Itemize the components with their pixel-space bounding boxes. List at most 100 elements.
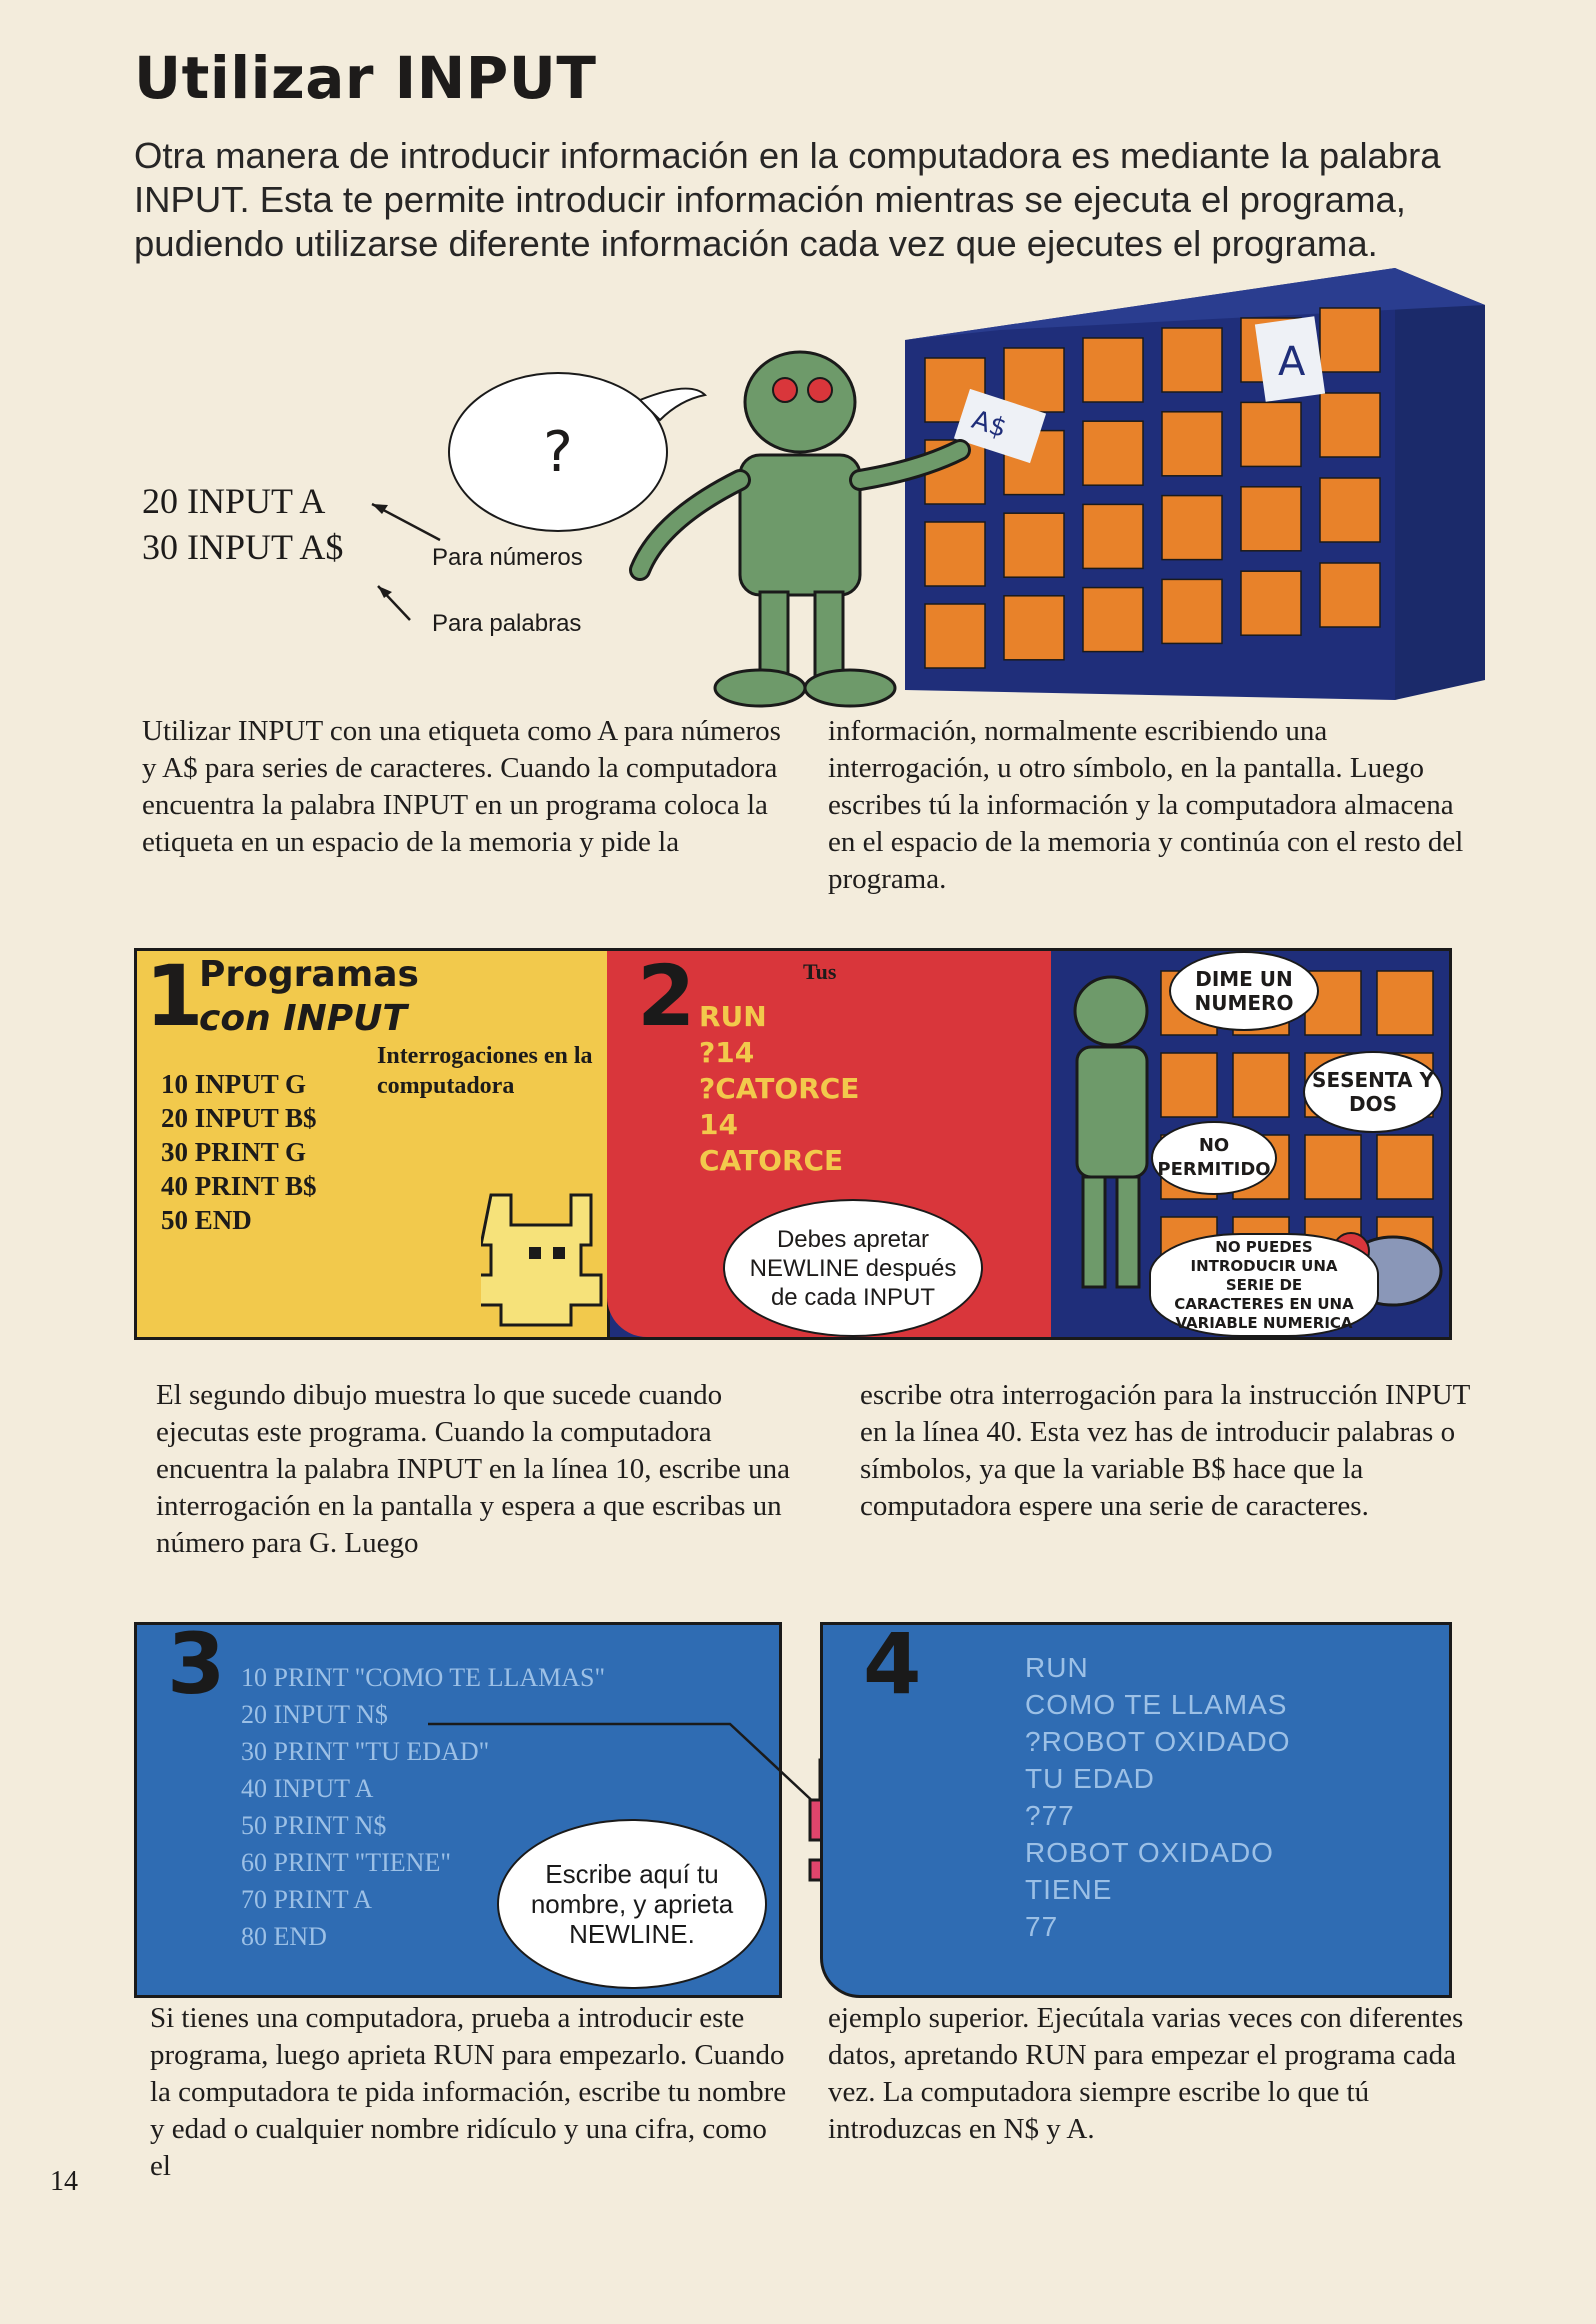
cabinet-cell bbox=[1082, 503, 1144, 570]
cabinet-cell bbox=[1376, 970, 1434, 1036]
panel-2: 2 Tus RUN ?14 ?CATORCE 14 CATORCE Debes … bbox=[607, 947, 1051, 1337]
code-line: 30 PRINT "TU EDAD" bbox=[241, 1737, 490, 1766]
question-bubble: ? bbox=[448, 372, 668, 532]
panel-2-corner: Tus bbox=[803, 959, 837, 984]
cabinet-cell bbox=[1161, 494, 1223, 561]
bubble-no-permitido: NO PERMITIDO bbox=[1151, 1121, 1277, 1195]
screen-line: TIENE bbox=[1025, 1874, 1113, 1905]
code-line-30: 30 INPUT A$ bbox=[142, 527, 344, 567]
panel-3-code: 10 PRINT "COMO TE LLAMAS" 20 INPUT N$ 30… bbox=[241, 1659, 605, 1955]
panel-4-number: 4 bbox=[863, 1615, 922, 1713]
page-title: Utilizar INPUT bbox=[134, 44, 597, 112]
bubble-tail bbox=[638, 387, 708, 422]
panel-cabinet: DIME UN NUMERO SESENTA Y DOS NO PERMITID… bbox=[1051, 951, 1449, 1337]
code-line: 10 INPUT G bbox=[161, 1069, 307, 1099]
panel-3-bubble: Escribe aquí tu nombre, y aprieta NEWLIN… bbox=[497, 1819, 767, 1989]
cabinet-cell bbox=[1240, 570, 1302, 636]
robot-figure bbox=[629, 350, 971, 708]
panel-4-screen: RUN COMO TE LLAMAS ?ROBOT OXIDADO TU EDA… bbox=[1025, 1649, 1291, 1945]
para3-left: Si tienes una computadora, prueba a intr… bbox=[150, 2002, 787, 2182]
para2-left: El segundo dibujo muestra lo que sucede … bbox=[156, 1379, 790, 1559]
cabinet-cell bbox=[1161, 411, 1223, 477]
code-line: 40 INPUT A bbox=[241, 1774, 374, 1803]
card-as bbox=[953, 388, 1047, 464]
cabinet-cell bbox=[1319, 307, 1381, 373]
code-line: 10 PRINT "COMO TE LLAMAS" bbox=[241, 1663, 606, 1692]
cabinet-cell bbox=[924, 521, 986, 587]
card-a-label: A bbox=[1278, 339, 1306, 385]
para1-right: información, normalmente escribiendo una… bbox=[828, 715, 1464, 895]
panel-2-number: 2 bbox=[637, 947, 696, 1045]
code-line: 50 PRINT N$ bbox=[241, 1811, 387, 1840]
robot-arm-right bbox=[852, 442, 968, 488]
bubble-no-puedes: NO PUEDES INTRODUCIR UNA SERIE DE CARACT… bbox=[1149, 1233, 1379, 1337]
para2-right: escribe otra interrogación para la instr… bbox=[860, 1379, 1470, 1522]
top-illustration: A A$ bbox=[371, 268, 1485, 708]
code-line: 20 INPUT B$ bbox=[161, 1103, 317, 1133]
page-number: 14 bbox=[50, 2166, 78, 2197]
screen-line: ?14 bbox=[699, 1036, 755, 1069]
robot-eye-left bbox=[772, 377, 798, 403]
panel-1-title-line2: con INPUT bbox=[199, 998, 407, 1039]
bubble-dime-numero: DIME UN NUMERO bbox=[1169, 951, 1319, 1031]
panel-1-title: Programas con INPUT bbox=[199, 953, 419, 1041]
robot-foot-right bbox=[803, 668, 897, 708]
panel-1-code: 10 INPUT G 20 INPUT B$ 30 PRINT G 40 PRI… bbox=[161, 1067, 317, 1237]
robot-leg-right bbox=[813, 590, 845, 684]
para3-right: ejemplo superior. Ejecútala varias veces… bbox=[828, 2002, 1464, 2145]
question-mark: ? bbox=[543, 419, 573, 485]
cabinet-cell bbox=[1376, 1134, 1434, 1200]
cabinet-cell bbox=[924, 603, 986, 669]
cabinet-cell bbox=[1240, 486, 1302, 552]
middle-strip: 1 Programas con INPUT 10 INPUT G 20 INPU… bbox=[134, 947, 1452, 1340]
cabinet-cell bbox=[1319, 392, 1381, 458]
cabinet-cell bbox=[1003, 595, 1065, 661]
panel-4: 4 RUN COMO TE LLAMAS ?ROBOT OXIDADO TU E… bbox=[820, 1615, 1452, 1998]
card-a bbox=[1254, 316, 1326, 402]
para1-left: Utilizar INPUT con una etiqueta como A p… bbox=[142, 715, 781, 858]
bubble-sesenta-y-dos: SESENTA Y DOS bbox=[1303, 1051, 1443, 1133]
code-line: 60 PRINT "TIENE" bbox=[241, 1848, 451, 1877]
code-line: 40 PRINT B$ bbox=[161, 1171, 317, 1201]
panel-1-title-line1: Programas bbox=[199, 954, 419, 995]
code-line-20: 20 INPUT A bbox=[142, 481, 326, 521]
pixel-monster-icon bbox=[481, 1193, 603, 1327]
screen-line: COMO TE LLAMAS bbox=[1025, 1689, 1288, 1720]
cabinet-top bbox=[905, 268, 1485, 340]
screen-line: ?ROBOT OXIDADO bbox=[1025, 1726, 1291, 1757]
panel-1: 1 Programas con INPUT 10 INPUT G 20 INPU… bbox=[137, 947, 610, 1337]
screen-line: TU EDAD bbox=[1025, 1763, 1155, 1794]
screen-line: 77 bbox=[1025, 1911, 1059, 1942]
panel-3-number: 3 bbox=[167, 1615, 226, 1713]
panel-2-bubble: Debes apretar NEWLINE después de cada IN… bbox=[723, 1199, 983, 1337]
cabinet-cell bbox=[1232, 1052, 1290, 1118]
arrow-words-head bbox=[378, 586, 392, 598]
screen-line: ?CATORCE bbox=[699, 1072, 860, 1105]
label-words: Para palabras bbox=[432, 610, 582, 637]
screen-line: 14 bbox=[699, 1108, 738, 1141]
code-line: 70 PRINT A bbox=[241, 1885, 372, 1914]
cabinet-cell bbox=[1082, 586, 1144, 653]
cabinet-cell bbox=[1082, 420, 1144, 486]
cabinet-cell bbox=[1161, 327, 1223, 393]
screen-line: RUN bbox=[1025, 1652, 1089, 1683]
connector-line bbox=[428, 1722, 821, 1809]
cabinet-cell bbox=[1240, 401, 1302, 468]
panel-1-number: 1 bbox=[145, 947, 204, 1045]
panel-2-screen: RUN ?14 ?CATORCE 14 CATORCE bbox=[699, 999, 859, 1179]
code-line: 20 INPUT N$ bbox=[241, 1700, 388, 1729]
cabinet-cell bbox=[1304, 1134, 1362, 1200]
code-line: 50 END bbox=[161, 1205, 252, 1235]
panel-1-label: Interrogaciones en la computadora bbox=[377, 1043, 593, 1099]
robot-head bbox=[743, 350, 857, 454]
code-line: 30 PRINT G bbox=[161, 1137, 307, 1167]
cabinet-cell bbox=[1003, 512, 1065, 578]
cabinet-side bbox=[1395, 268, 1485, 700]
panel-3: 3 10 PRINT "COMO TE LLAMAS" 20 INPUT N$ … bbox=[134, 1615, 782, 1998]
label-numbers: Para números bbox=[432, 544, 583, 571]
robot-small bbox=[1073, 975, 1149, 1289]
cabinet-cell bbox=[1160, 1052, 1218, 1118]
robot-eye-right bbox=[807, 377, 833, 403]
cabinet-cell bbox=[1319, 562, 1381, 628]
screen-line: ROBOT OXIDADO bbox=[1025, 1837, 1274, 1868]
